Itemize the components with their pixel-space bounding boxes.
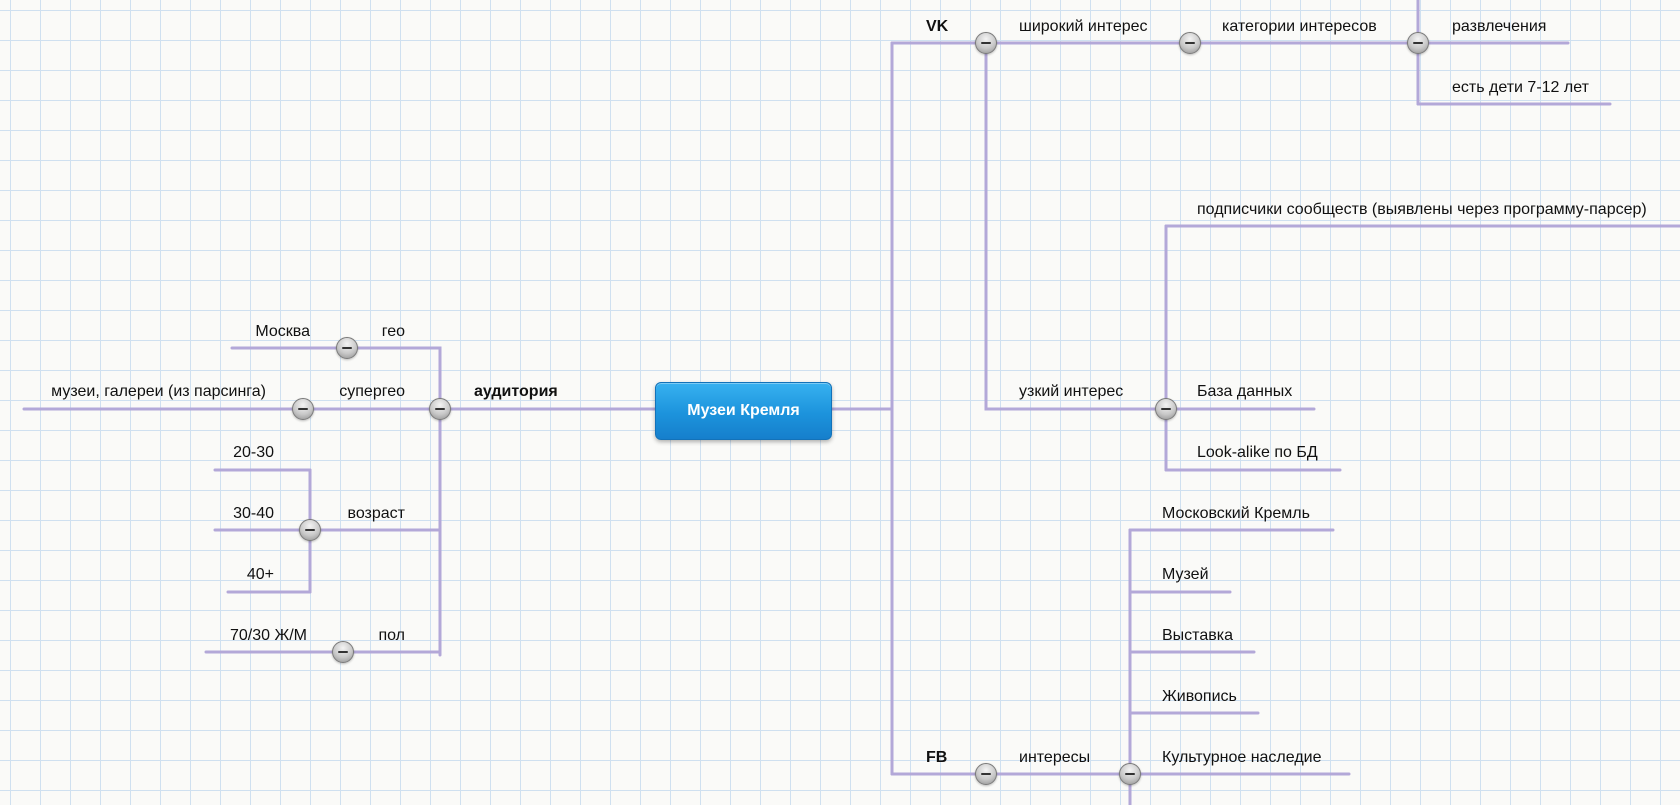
- topic-supergeo[interactable]: супергео: [339, 383, 405, 400]
- topic-gender[interactable]: пол: [378, 627, 405, 644]
- topic-museums-galleries[interactable]: музеи, галереи (из парсинга): [51, 383, 266, 400]
- topic-moscow[interactable]: Москва: [255, 323, 310, 340]
- topic-moscow-kremlin[interactable]: Московский Кремль: [1162, 505, 1310, 522]
- collapse-toggle-broad-interest[interactable]: [1179, 32, 1201, 54]
- topic-lookalike[interactable]: Look-alike по БД: [1197, 444, 1318, 461]
- collapse-toggle-geo[interactable]: [336, 337, 358, 359]
- collapse-toggle-fb-interests[interactable]: [1119, 763, 1141, 785]
- topic-age-40-plus[interactable]: 40+: [246, 566, 274, 583]
- topic-broad-interest[interactable]: широкий интерес: [1019, 18, 1148, 35]
- topic-geo[interactable]: гео: [381, 323, 405, 340]
- topic-database[interactable]: База данных: [1197, 383, 1293, 400]
- topic-interest-categories[interactable]: категории интересов: [1222, 18, 1377, 35]
- topic-exhibition[interactable]: Выставка: [1162, 627, 1233, 644]
- topic-audience[interactable]: аудитория: [474, 383, 558, 400]
- topic-fb[interactable]: FB: [926, 749, 948, 766]
- topic-vk[interactable]: VK: [926, 18, 949, 35]
- topic-community-subscribers[interactable]: подписчики сообществ (выявлены через про…: [1197, 201, 1647, 218]
- collapse-toggle-supergeo[interactable]: [292, 398, 314, 420]
- topic-gender-ratio[interactable]: 70/30 Ж/М: [229, 627, 307, 644]
- collapse-toggle-age[interactable]: [299, 519, 321, 541]
- collapse-toggle-narrow-interest[interactable]: [1155, 398, 1177, 420]
- root-topic[interactable]: Музеи Кремля: [655, 382, 832, 440]
- topic-painting[interactable]: Живопись: [1162, 688, 1237, 705]
- collapse-toggle-gender[interactable]: [332, 641, 354, 663]
- topic-fb-interests[interactable]: интересы: [1019, 749, 1091, 766]
- topic-entertainment[interactable]: развлечения: [1452, 18, 1547, 35]
- topic-kids-7-12[interactable]: есть дети 7-12 лет: [1452, 79, 1589, 96]
- topic-age[interactable]: возраст: [347, 505, 406, 522]
- topic-age-20-30[interactable]: 20-30: [233, 444, 274, 461]
- topic-cultural-heritage[interactable]: Культурное наследие: [1162, 749, 1322, 766]
- collapse-toggle-vk[interactable]: [975, 32, 997, 54]
- root-topic-label: Музеи Кремля: [687, 402, 800, 419]
- collapse-toggle-fb[interactable]: [975, 763, 997, 785]
- topic-age-30-40[interactable]: 30-40: [233, 505, 274, 522]
- topic-museum[interactable]: Музей: [1162, 566, 1209, 583]
- collapse-toggle-audience[interactable]: [429, 398, 451, 420]
- collapse-toggle-interest-categories[interactable]: [1407, 32, 1429, 54]
- topic-narrow-interest[interactable]: узкий интерес: [1019, 383, 1124, 400]
